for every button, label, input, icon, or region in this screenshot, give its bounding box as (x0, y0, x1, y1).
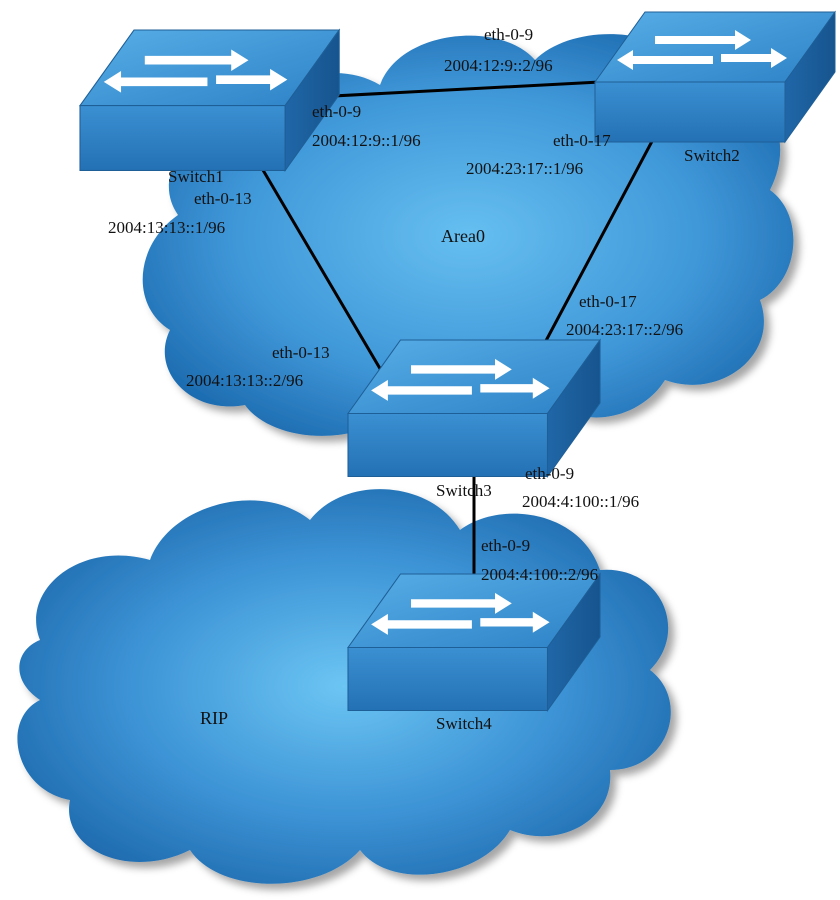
s1-s2-switch2-ip: 2004:12:9::2/96 (444, 56, 553, 75)
switch3-name: Switch3 (436, 481, 492, 500)
s1-s3-switch3-port: eth-0-13 (272, 343, 330, 362)
s1-s2-switch1-port: eth-0-9 (312, 102, 361, 121)
link-switch1-switch2 (293, 80, 602, 100)
s3-s4-switch4-ip: 2004:4:100::2/96 (481, 565, 598, 584)
switch4-name: Switch4 (436, 714, 492, 733)
s3-s4-switch3-port: eth-0-9 (525, 464, 574, 483)
s1-s3-switch1-ip: 2004:13:13::1/96 (108, 218, 225, 237)
s3-s4-switch4-port: eth-0-9 (481, 536, 530, 555)
switch2-name: Switch2 (684, 146, 740, 165)
switch3-icon[interactable] (347, 339, 601, 478)
rip-label: RIP (200, 708, 228, 728)
links (248, 80, 660, 580)
s2-s3-switch3-port: eth-0-17 (579, 292, 637, 311)
s2-s3-switch2-port: eth-0-17 (553, 131, 611, 150)
s3-s4-switch3-ip: 2004:4:100::1/96 (522, 492, 639, 511)
s2-s3-switch3-ip: 2004:23:17::2/96 (566, 320, 683, 339)
s1-s2-switch2-port: eth-0-9 (484, 25, 533, 44)
switch4-icon[interactable] (347, 573, 601, 712)
link-switch1-switch3 (248, 146, 384, 374)
switch2-icon[interactable] (594, 11, 836, 143)
s2-s3-switch2-ip: 2004:23:17::1/96 (466, 159, 583, 178)
area0-label: Area0 (441, 226, 485, 246)
link-switch2-switch3 (538, 128, 660, 354)
s1-s3-switch3-ip: 2004:13:13::2/96 (186, 371, 303, 390)
s1-s2-switch1-ip: 2004:12:9::1/96 (312, 131, 421, 150)
rip-cloud (17, 489, 671, 884)
s1-s3-switch1-port: eth-0-13 (194, 189, 252, 208)
switch1-name: Switch1 (168, 167, 224, 186)
switch1-icon[interactable] (79, 29, 340, 171)
